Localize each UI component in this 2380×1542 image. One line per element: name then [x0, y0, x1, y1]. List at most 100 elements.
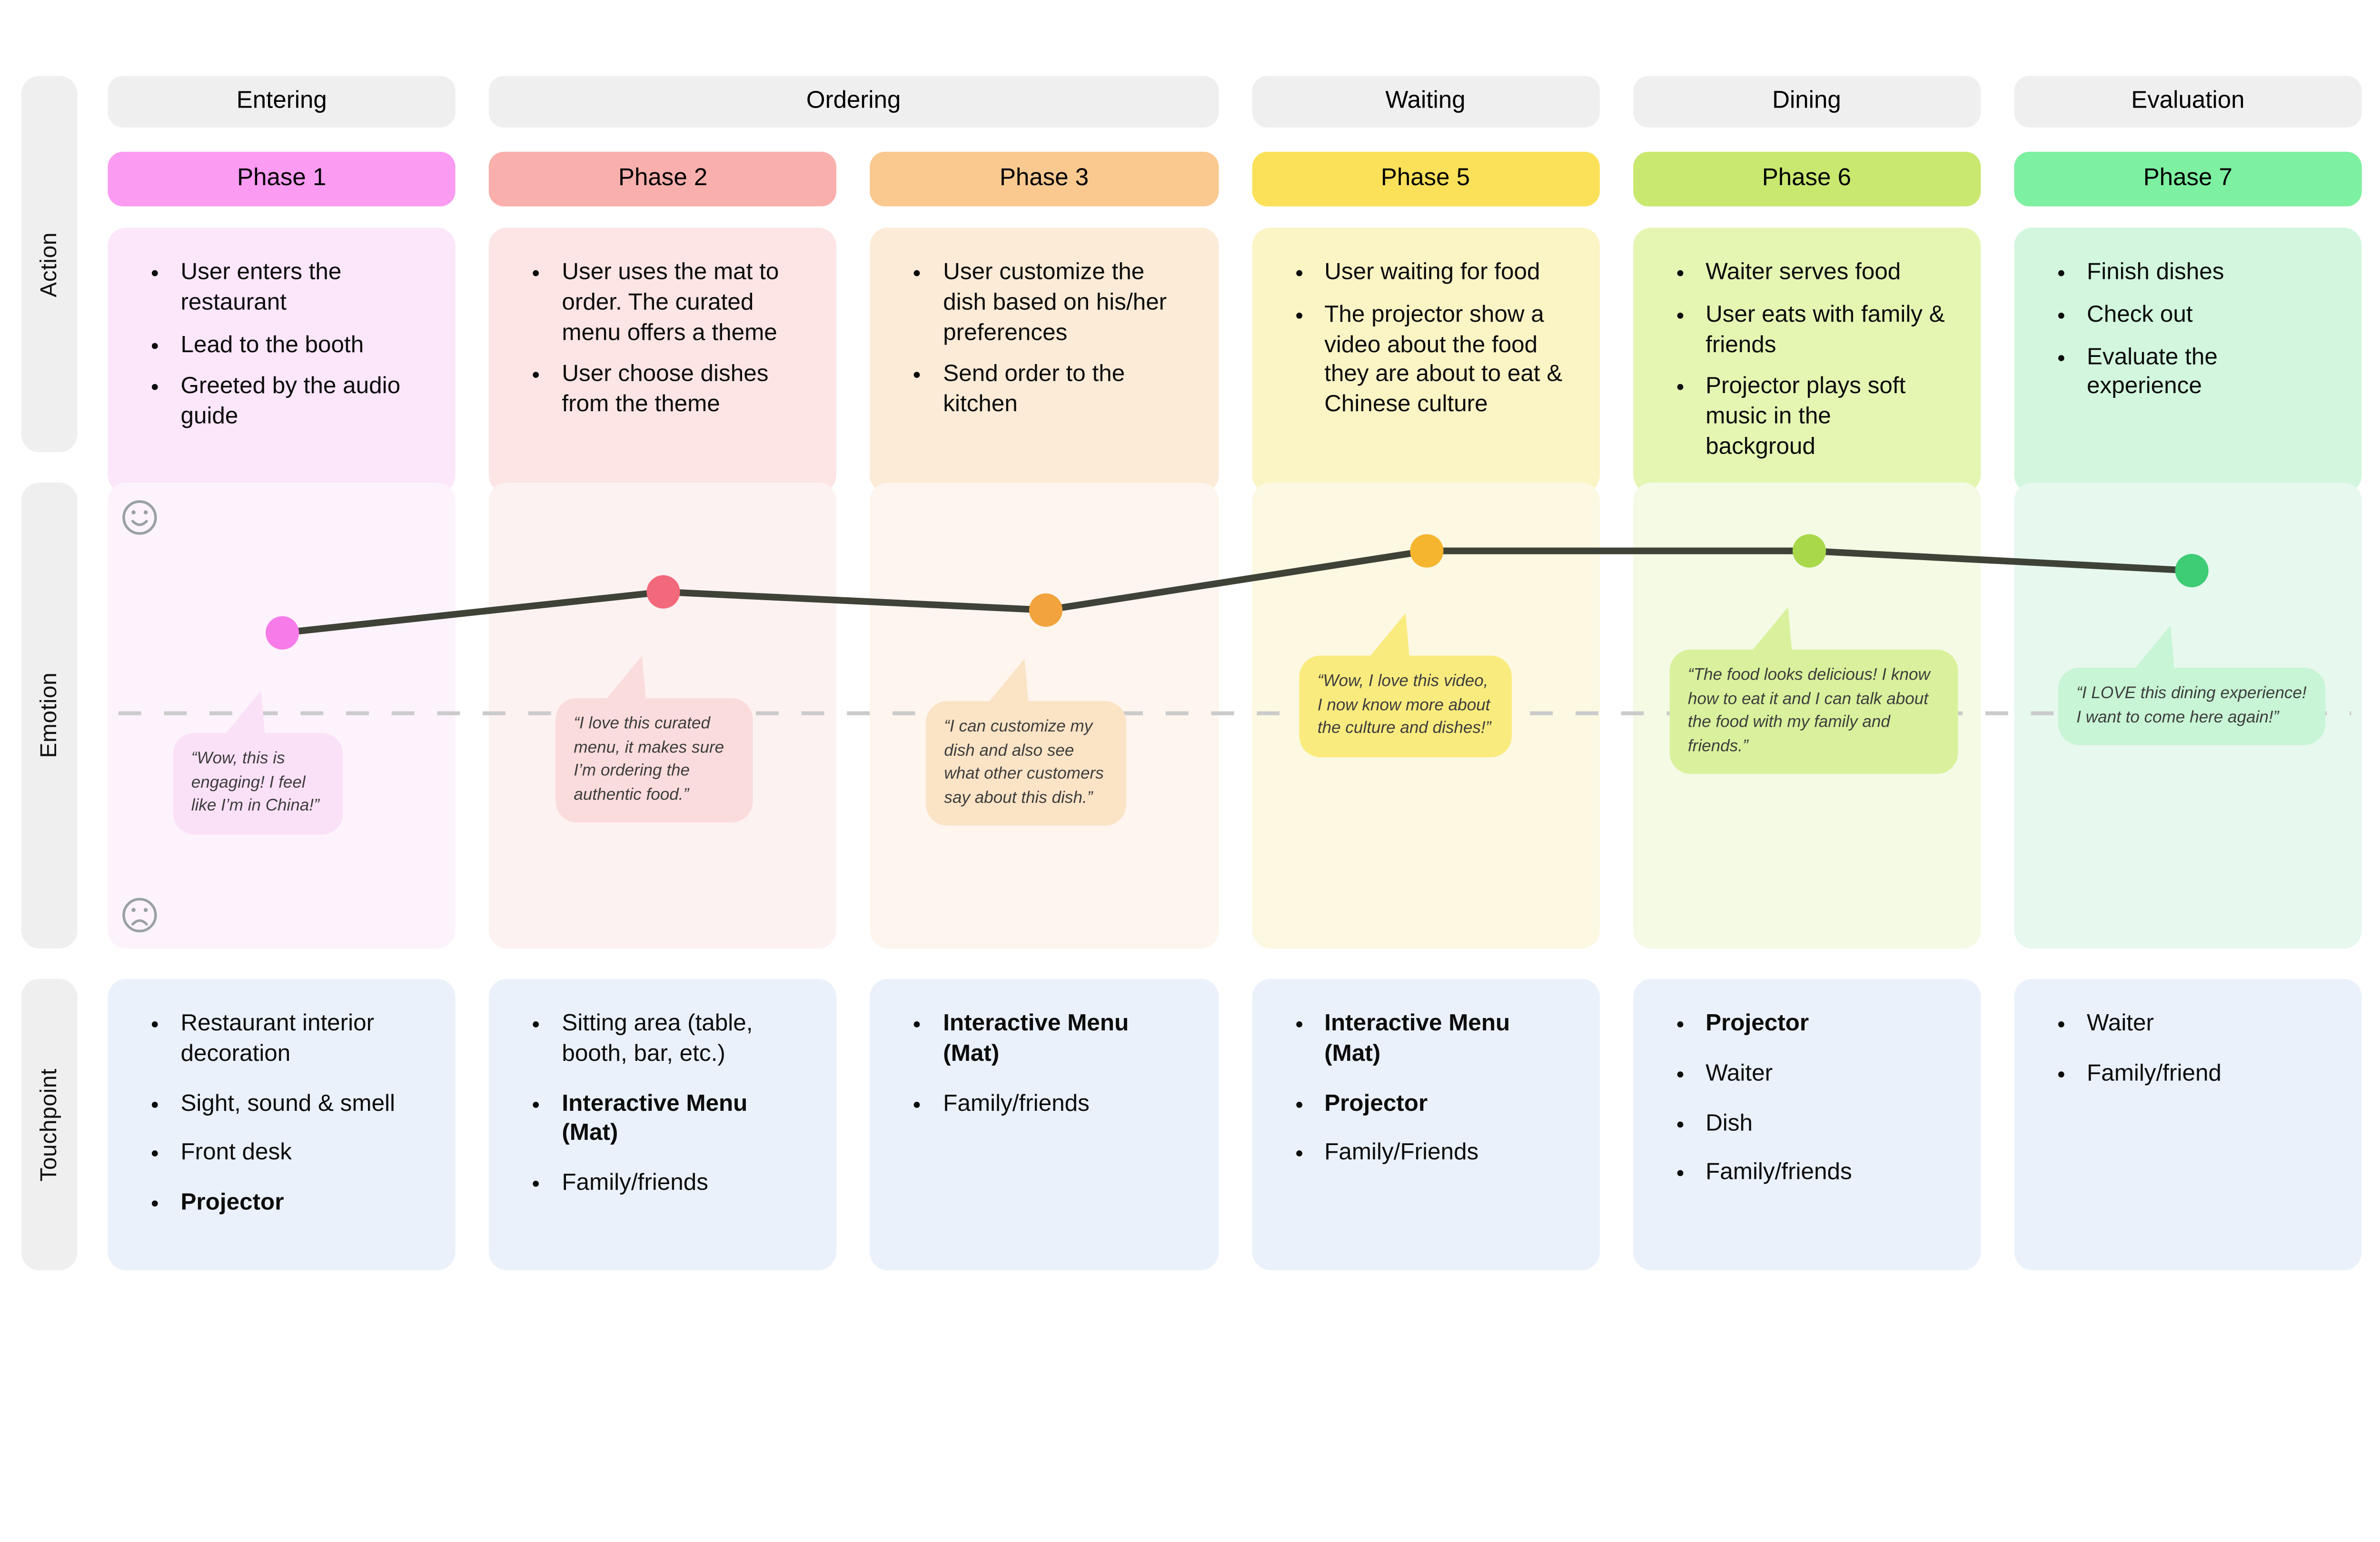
list-item: Projector plays soft music in the backgr…	[1699, 373, 1947, 463]
list-item: Restaurant interior decoration	[175, 1009, 422, 1069]
list-item-text: Sight, sound & smell	[180, 1090, 396, 1117]
touchpoint-card-phase-3: Interactive Menu (Mat) Family/friends	[870, 979, 1218, 1271]
list-item: Dish	[1699, 1109, 1947, 1139]
list-item-text: Finish dishes	[2087, 259, 2224, 286]
list-item: Family/Friends	[1318, 1139, 1566, 1169]
list-item: Projector	[1699, 1009, 1947, 1039]
list-item: Send order to the kitchen	[937, 360, 1185, 420]
list-item: User choose dishes from the theme	[556, 360, 803, 420]
phase-chip-phase-2: Phase 2	[489, 151, 837, 207]
quote-bubble-phase-1: “Wow, this is engaging! I feel like I’m …	[173, 733, 343, 835]
quote-bubble-phase-6: “The food looks delicious! I know how to…	[1669, 649, 1958, 775]
list-item-text: User eats with family & friends	[1706, 302, 1945, 358]
emotion-panel-phase-1	[108, 483, 456, 949]
list-item-text: Lead to the booth	[180, 332, 364, 358]
list-item: User uses the mat to order. The curated …	[556, 258, 803, 348]
list-item: Family/friends	[556, 1169, 803, 1199]
touchpoint-card-phase-7: WaiterFamily/friend	[2013, 979, 2362, 1271]
touchpoint-row: Restaurant interior decorationSight, sou…	[108, 979, 2362, 1271]
list-item: User customize the dish based on his/her…	[937, 258, 1185, 348]
quote-text: “I love this curated menu, it makes sure…	[574, 714, 724, 804]
list-item-text: Waiter	[1706, 1060, 1773, 1087]
quote-bubble-phase-7: “I LOVE this dining experience! I want t…	[2058, 668, 2326, 746]
row-label-action-text: Action	[36, 231, 62, 297]
list-item-text: Dish	[1706, 1110, 1753, 1137]
list-item-text: Projector	[1706, 1010, 1809, 1037]
list-item-text: User choose dishes from the theme	[562, 362, 769, 418]
list-item: Family/friends	[1699, 1159, 1947, 1189]
list-item-text: Projector	[1324, 1090, 1428, 1117]
list-item: The projector show a video about the foo…	[1318, 300, 1566, 421]
stage-header-entering: Entering	[108, 76, 456, 128]
phase-chip-phase-6: Phase 6	[1633, 151, 1981, 207]
list-item-text: Greeted by the audio guide	[180, 374, 401, 430]
quote-text: “I LOVE this dining experience! I want t…	[2076, 684, 2307, 727]
touchpoint-card-phase-1: Restaurant interior decorationSight, sou…	[108, 979, 456, 1271]
phase-chip-row: Phase 1 Phase 2 Phase 3 Phase 5 Phase 6 Phase…	[108, 151, 2362, 207]
phase-chip-phase-1: Phase 1	[108, 151, 456, 207]
list-item: Check out	[2081, 300, 2328, 330]
touchpoint-card-phase-6: ProjectorWaiterDishFamily/friends	[1633, 979, 1981, 1271]
list-item: User eats with family & friends	[1699, 300, 1947, 360]
list-item: Greeted by the audio guide	[175, 373, 422, 433]
list-item: Waiter	[1699, 1059, 1947, 1089]
list-item-text: User enters the restaurant	[180, 259, 342, 316]
list-item-text: User customize the dish based on his/her…	[943, 259, 1167, 346]
list-item-text: User waiting for food	[1324, 259, 1540, 286]
action-card-phase-7: Finish dishesCheck outEvaluate the exper…	[2013, 227, 2362, 494]
action-card-phase-3: User customize the dish based on his/her…	[870, 227, 1218, 494]
list-item-text: Front desk	[180, 1140, 292, 1166]
action-card-phase-2: User uses the mat to order. The curated …	[489, 227, 837, 494]
list-item-text: User uses the mat to order. The curated …	[562, 259, 779, 346]
row-label-touchpoint: Touchpoint	[21, 979, 78, 1271]
list-item: User enters the restaurant	[175, 258, 422, 318]
phase-chip-phase-7: Phase 7	[2013, 151, 2362, 207]
list-item-text: Family/friends	[562, 1170, 708, 1196]
phase-chip-phase-3: Phase 3	[870, 151, 1218, 207]
list-item: Family/friend	[2081, 1059, 2328, 1089]
row-label-emotion-text: Emotion	[36, 672, 62, 759]
list-item: Projector	[1318, 1089, 1566, 1119]
list-item: Evaluate the experience	[2081, 343, 2328, 403]
list-item: Waiter	[2081, 1009, 2328, 1039]
list-item-text: Waiter serves food	[1706, 259, 1901, 286]
list-item-text: Projector	[180, 1190, 284, 1216]
list-item: Sitting area (table, booth, bar, etc.)	[556, 1009, 803, 1069]
quote-text: “The food looks delicious! I know how to…	[1687, 666, 1930, 756]
quote-bubble-phase-2: “I love this curated menu, it makes sure…	[555, 698, 753, 823]
list-item-text: Interactive Menu (Mat)	[943, 1010, 1129, 1067]
list-item: Sight, sound & smell	[175, 1089, 422, 1119]
list-item: Finish dishes	[2081, 258, 2328, 288]
emotion-row	[108, 483, 2362, 949]
action-row: User enters the restaurantLead to the bo…	[108, 227, 2362, 494]
list-item-text: Interactive Menu (Mat)	[562, 1090, 748, 1147]
list-item: Interactive Menu (Mat)	[1318, 1009, 1566, 1069]
quote-bubble-phase-3: “I can customize my dish and also see wh…	[926, 701, 1127, 827]
quote-text: “Wow, this is engaging! I feel like I’m …	[191, 750, 319, 816]
list-item-text: Send order to the kitchen	[943, 362, 1125, 418]
touchpoint-card-phase-2: Sitting area (table, booth, bar, etc.) In…	[489, 979, 837, 1271]
list-item: User waiting for food	[1318, 258, 1566, 288]
touchpoint-card-phase-5: Interactive Menu (Mat) ProjectorFamily/Fr…	[1251, 979, 1599, 1271]
phase-chip-phase-5: Phase 5	[1251, 151, 1599, 207]
list-item: Projector	[175, 1189, 422, 1219]
list-item-text: Restaurant interior decoration	[180, 1010, 375, 1067]
quote-text: “I can customize my dish and also see wh…	[944, 718, 1104, 807]
row-label-action: Action	[21, 76, 78, 453]
list-item-text: Waiter	[2087, 1010, 2154, 1037]
list-item-text: Family/Friends	[1324, 1140, 1479, 1166]
list-item-text: Family/friends	[943, 1090, 1090, 1117]
list-item: Waiter serves food	[1699, 258, 1947, 288]
stage-header-waiting: Waiting	[1251, 76, 1599, 128]
list-item: Front desk	[175, 1139, 422, 1169]
list-item-text: The projector show a video about the foo…	[1324, 302, 1563, 418]
list-item-text: Sitting area (table, booth, bar, etc.)	[562, 1010, 753, 1067]
stage-header-dining: Dining	[1633, 76, 1981, 128]
list-item: Lead to the booth	[175, 330, 422, 360]
action-card-phase-1: User enters the restaurantLead to the bo…	[108, 227, 456, 494]
list-item-text: Family/friend	[2087, 1060, 2221, 1087]
list-item-text: Check out	[2087, 302, 2193, 328]
row-label-touchpoint-text: Touchpoint	[36, 1068, 62, 1181]
quote-text: “Wow, I love this video, I now know more…	[1317, 672, 1491, 738]
